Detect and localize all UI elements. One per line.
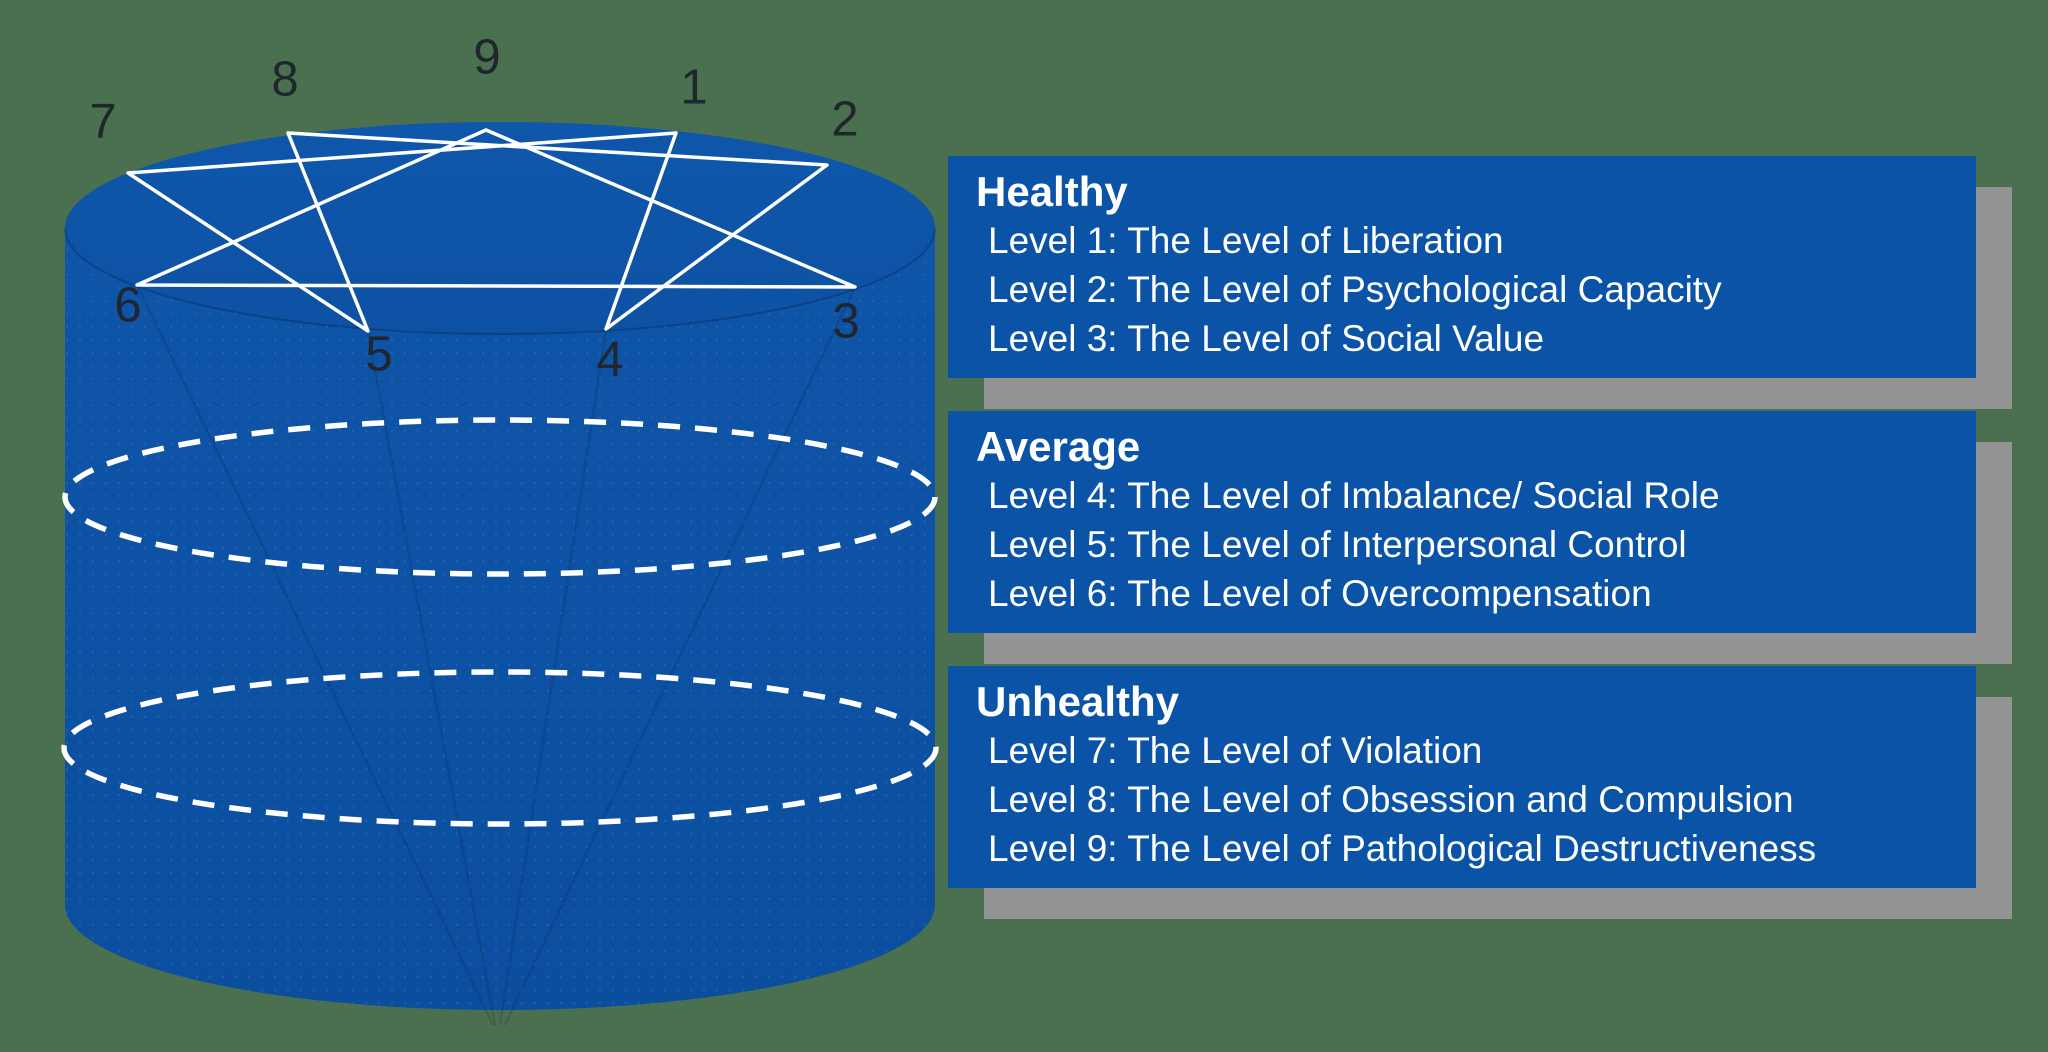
level-5-item: Level 5: The Level of Interpersonal Cont… xyxy=(988,524,1687,565)
unhealthy-panel-title: Unhealthy xyxy=(976,678,1180,725)
level-6-item: Level 6: The Level of Overcompensation xyxy=(988,573,1652,614)
enneagram-point-2: 2 xyxy=(831,92,859,147)
unhealthy-panel: Unhealthy Level 7: The Level of Violatio… xyxy=(948,666,1976,888)
level-7-item: Level 7: The Level of Violation xyxy=(988,730,1483,771)
top-front-rim xyxy=(64,227,936,335)
average-panel-items: Level 4: The Level of Imbalance/ Social … xyxy=(976,471,1956,618)
average-panel-title: Average xyxy=(976,423,1141,470)
level-2-item: Level 2: The Level of Psychological Capa… xyxy=(988,269,1722,310)
level-4-item: Level 4: The Level of Imbalance/ Social … xyxy=(988,475,1720,516)
enneagram-point-5: 5 xyxy=(365,327,393,382)
cylinder-top-face xyxy=(65,122,935,334)
healthy-panel-items: Level 1: The Level of Liberation Level 2… xyxy=(976,216,1956,363)
projection-lines xyxy=(135,284,857,1026)
unhealthy-panel-items: Level 7: The Level of Violation Level 8:… xyxy=(976,726,1956,873)
enneagram-point-3: 3 xyxy=(832,294,860,349)
enneagram-point-8: 8 xyxy=(271,52,299,107)
enneagram-point-7: 7 xyxy=(89,94,117,149)
dashed-ring-middle xyxy=(62,417,938,577)
cylinder-body-texture xyxy=(65,122,935,1010)
level-9-item: Level 9: The Level of Pathological Destr… xyxy=(988,828,1817,869)
average-panel: Average Level 4: The Level of Imbalance/… xyxy=(948,411,1976,633)
enneagram-triangle xyxy=(135,128,857,289)
enneagram-cylinder-diagram xyxy=(61,122,939,1026)
level-8-item: Level 8: The Level of Obsession and Comp… xyxy=(988,779,1794,820)
enneagram-point-1: 1 xyxy=(680,60,708,115)
enneagram-figure xyxy=(126,128,857,333)
healthy-panel-title: Healthy xyxy=(976,168,1128,215)
enneagram-point-4: 4 xyxy=(596,332,624,387)
enneagram-point-6: 6 xyxy=(114,278,142,333)
level-3-item: Level 3: The Level of Social Value xyxy=(988,318,1545,359)
level-1-item: Level 1: The Level of Liberation xyxy=(988,220,1504,261)
dashed-ring-lower xyxy=(61,669,939,827)
healthy-panel: Healthy Level 1: The Level of Liberation… xyxy=(948,156,1976,378)
enneagram-point-9: 9 xyxy=(473,30,501,85)
enneagram-hexad xyxy=(126,131,829,333)
